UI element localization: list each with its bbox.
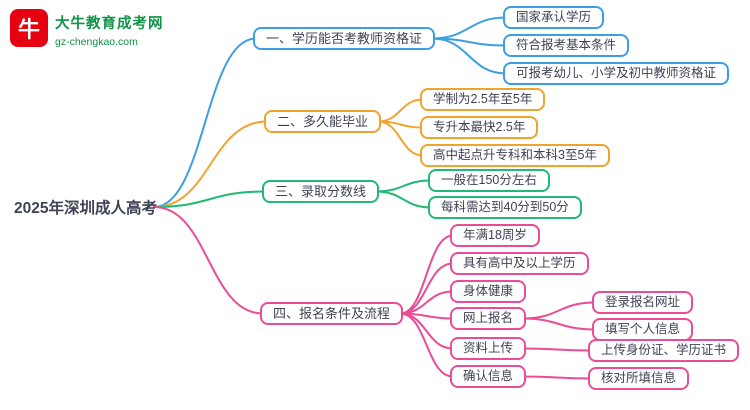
sub-branch-node: 确认信息 — [450, 365, 527, 388]
site-logo-text: 大牛教育成考网 gz-chengkao.com — [55, 9, 164, 48]
root-node: 2025年深圳成人高考 — [14, 200, 157, 217]
leaf-node: 符合报考基本条件 — [503, 34, 630, 57]
leaf-node: 登录报名网址 — [592, 291, 694, 314]
leaf-node: 上传身份证、学历证书 — [588, 339, 740, 362]
site-name: 大牛教育成考网 — [55, 16, 164, 32]
branch-node-qualification: 一、学历能否考教师资格证 — [253, 27, 436, 50]
leaf-node: 身体健康 — [450, 280, 527, 303]
leaf-node: 一般在150分左右 — [428, 169, 550, 192]
leaf-node: 可报考幼儿、小学及初中教师资格证 — [503, 62, 730, 85]
site-url: gz-chengkao.com — [55, 36, 138, 48]
leaf-node: 核对所填信息 — [588, 367, 690, 390]
leaf-node: 具有高中及以上学历 — [450, 252, 589, 275]
bull-logo-icon: 牛 — [10, 9, 48, 47]
leaf-node: 国家承认学历 — [503, 6, 605, 29]
sub-branch-node: 网上报名 — [450, 307, 527, 330]
leaf-node: 专升本最快2.5年 — [420, 116, 539, 139]
leaf-node: 填写个人信息 — [592, 318, 694, 341]
leaf-node: 高中起点升专科和本科3至5年 — [420, 144, 610, 167]
sub-branch-node: 资料上传 — [450, 337, 527, 360]
leaf-node: 学制为2.5年至5年 — [420, 88, 546, 111]
site-logo: 牛 大牛教育成考网 gz-chengkao.com — [10, 9, 164, 48]
branch-node-registration: 四、报名条件及流程 — [260, 302, 404, 325]
branch-node-score-line: 三、录取分数线 — [262, 180, 380, 203]
leaf-node: 每科需达到40分到50分 — [428, 196, 582, 219]
leaf-node: 年满18周岁 — [450, 224, 540, 247]
branch-node-graduation: 二、多久能毕业 — [264, 110, 382, 133]
